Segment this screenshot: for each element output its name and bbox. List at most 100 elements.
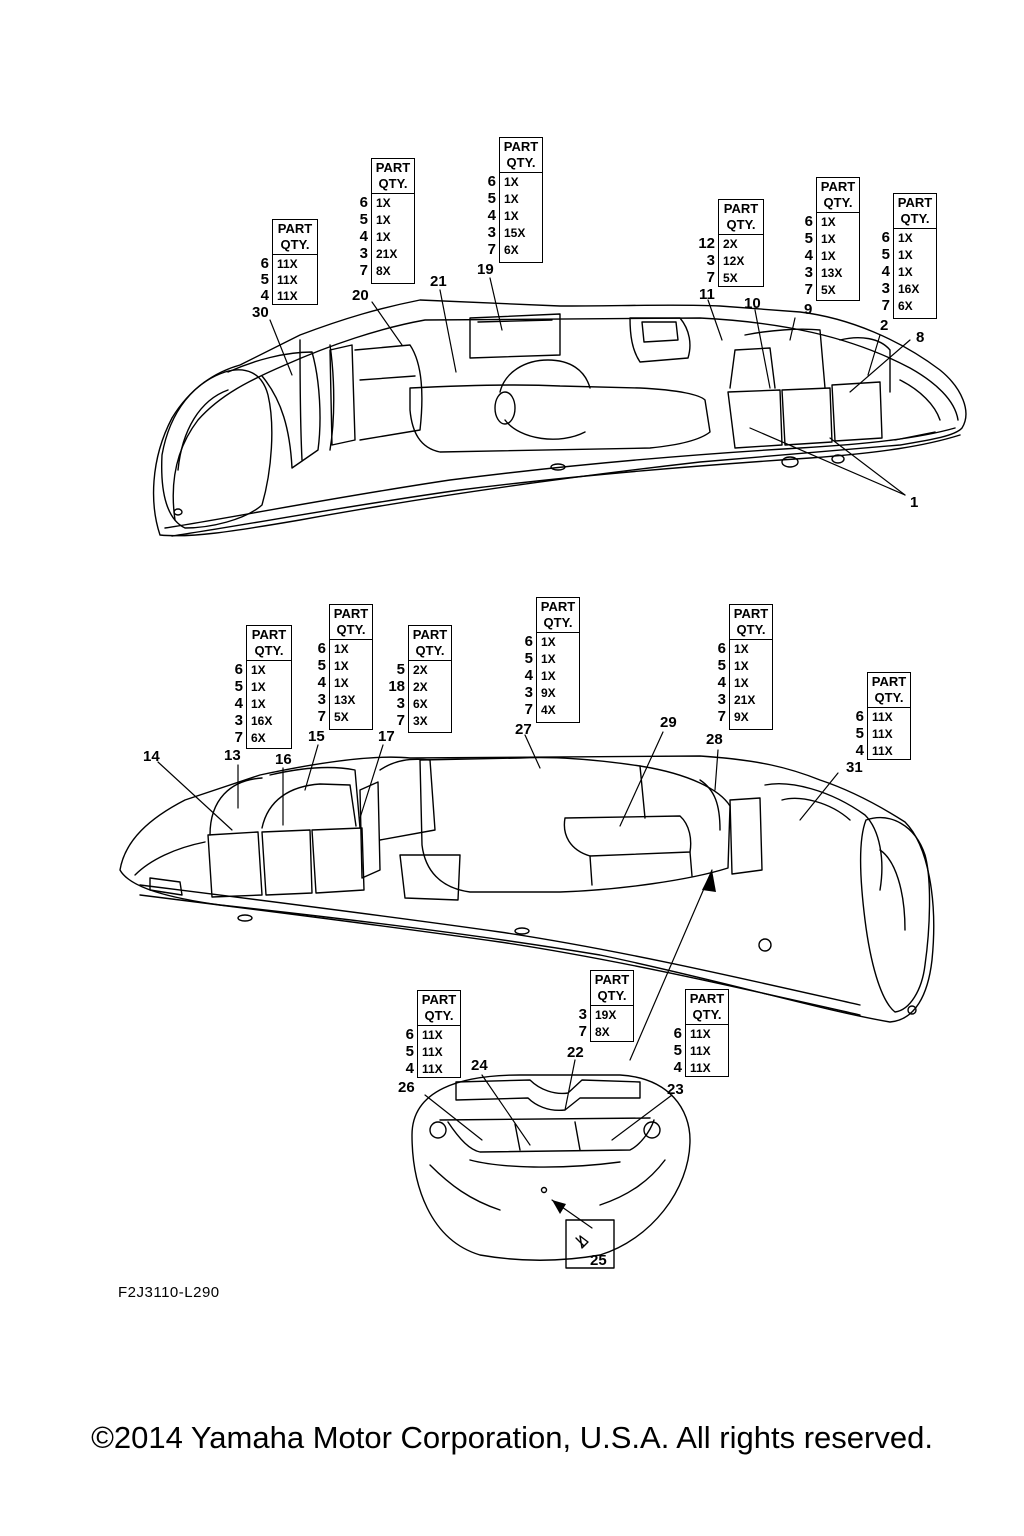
- part-number: 4: [260, 287, 269, 304]
- part-qty: 1X: [898, 231, 913, 245]
- part-number: 4: [804, 247, 813, 264]
- table-header-part: PART: [251, 627, 287, 642]
- table-header-qty: QTY.: [900, 211, 930, 226]
- part-number: 4: [487, 207, 496, 224]
- table-header-part: PART: [503, 139, 539, 154]
- part-number: 4: [855, 742, 864, 759]
- callout-21: 21: [430, 273, 447, 290]
- table-header-qty: QTY.: [692, 1007, 722, 1022]
- part-qty: 21X: [376, 247, 398, 261]
- upper-deck-drawing: [152, 299, 967, 537]
- callout-9: 9: [804, 301, 813, 318]
- part-number: 6: [260, 255, 269, 272]
- part-number: 5: [405, 1043, 414, 1060]
- lower-deck-drawing: [119, 755, 935, 1023]
- part-qty: 2X: [413, 680, 428, 694]
- part-qty: 6X: [898, 299, 913, 313]
- part-qty: 1X: [821, 232, 836, 246]
- part-number: 7: [578, 1023, 587, 1040]
- callout-17: 17: [378, 728, 395, 745]
- table-header-qty: QTY.: [736, 622, 766, 637]
- part-qty: 1X: [541, 635, 556, 649]
- callout-1: 1: [910, 494, 919, 511]
- table-header-qty: QTY.: [280, 237, 310, 252]
- part-qty: 1X: [376, 230, 391, 244]
- callout-30: 30: [252, 304, 269, 321]
- table-header-part: PART: [723, 201, 759, 216]
- table-header-part: PART: [333, 606, 369, 621]
- callout-29: 29: [660, 714, 677, 731]
- part-qty: 6X: [251, 731, 266, 745]
- part-number: 7: [317, 708, 326, 725]
- table-header-part: PART: [733, 606, 769, 621]
- callout-15: 15: [308, 728, 325, 745]
- part-qty: 9X: [734, 710, 749, 724]
- part-qty: 13X: [334, 693, 356, 707]
- table-header-qty: QTY.: [254, 643, 284, 658]
- part-qty: 1X: [251, 697, 266, 711]
- part-number: 4: [881, 263, 890, 280]
- part-number: 6: [881, 229, 890, 246]
- part-qty: 16X: [251, 714, 273, 728]
- part-number: 3: [487, 224, 496, 241]
- part-number: 4: [524, 667, 533, 684]
- table-header-part: PART: [540, 599, 576, 614]
- part-qty: 1X: [504, 175, 519, 189]
- part-qty: 15X: [504, 226, 526, 240]
- callout-25: 25: [590, 1252, 607, 1269]
- callout-8: 8: [916, 329, 925, 346]
- callout-31: 31: [846, 759, 863, 776]
- table-header-part: PART: [594, 972, 630, 987]
- callout-2: 2: [880, 317, 889, 334]
- part-qty: 11X: [690, 1061, 711, 1075]
- part-qty: 8X: [595, 1025, 610, 1039]
- part-number: 5: [260, 271, 269, 288]
- callout-26: 26: [398, 1079, 415, 1096]
- part-number: 5: [524, 650, 533, 667]
- part-qty: 11X: [872, 710, 893, 724]
- part-number: 3: [234, 712, 243, 729]
- table-header-qty: QTY.: [378, 176, 408, 191]
- part-number: 5: [487, 190, 496, 207]
- part-qty: 1X: [898, 248, 913, 262]
- part-number: 3: [396, 695, 405, 712]
- part-qty: 13X: [821, 266, 843, 280]
- part-number: 6: [405, 1026, 414, 1043]
- part-number: 4: [717, 674, 726, 691]
- part-number: 4: [317, 674, 326, 691]
- part-number: 5: [855, 725, 864, 742]
- table-header-part: PART: [897, 195, 933, 210]
- callout-23: 23: [667, 1081, 684, 1098]
- part-number: 7: [234, 729, 243, 746]
- part-number: 3: [706, 252, 715, 269]
- part-qty: 11X: [872, 727, 893, 741]
- part-number: 6: [673, 1025, 682, 1042]
- part-qty: 9X: [541, 686, 556, 700]
- part-qty: 1X: [734, 642, 749, 656]
- part-number: 3: [578, 1006, 587, 1023]
- part-qty: 4X: [541, 703, 556, 717]
- part-qty: 6X: [413, 697, 428, 711]
- callout-22: 22: [567, 1044, 584, 1061]
- table-header-qty: QTY.: [823, 195, 853, 210]
- callout-11: 11: [699, 286, 715, 303]
- part-number: 7: [706, 269, 715, 286]
- part-number: 6: [524, 633, 533, 650]
- part-number: 5: [804, 230, 813, 247]
- part-qty: 11X: [690, 1027, 711, 1041]
- part-number: 3: [317, 691, 326, 708]
- part-qty: 12X: [723, 254, 745, 268]
- table-header-qty: QTY.: [415, 643, 445, 658]
- part-number: 3: [717, 691, 726, 708]
- part-qty: 1X: [821, 215, 836, 229]
- part-qty: 1X: [334, 659, 349, 673]
- part-qty: 11X: [277, 257, 298, 271]
- part-number: 7: [524, 701, 533, 718]
- part-number: 5: [359, 211, 368, 228]
- part-number: 6: [717, 640, 726, 657]
- callout-27: 27: [515, 721, 532, 738]
- part-number: 5: [717, 657, 726, 674]
- part-qty: 1X: [334, 642, 349, 656]
- part-number: 4: [673, 1059, 682, 1076]
- table-header-qty: QTY.: [874, 690, 904, 705]
